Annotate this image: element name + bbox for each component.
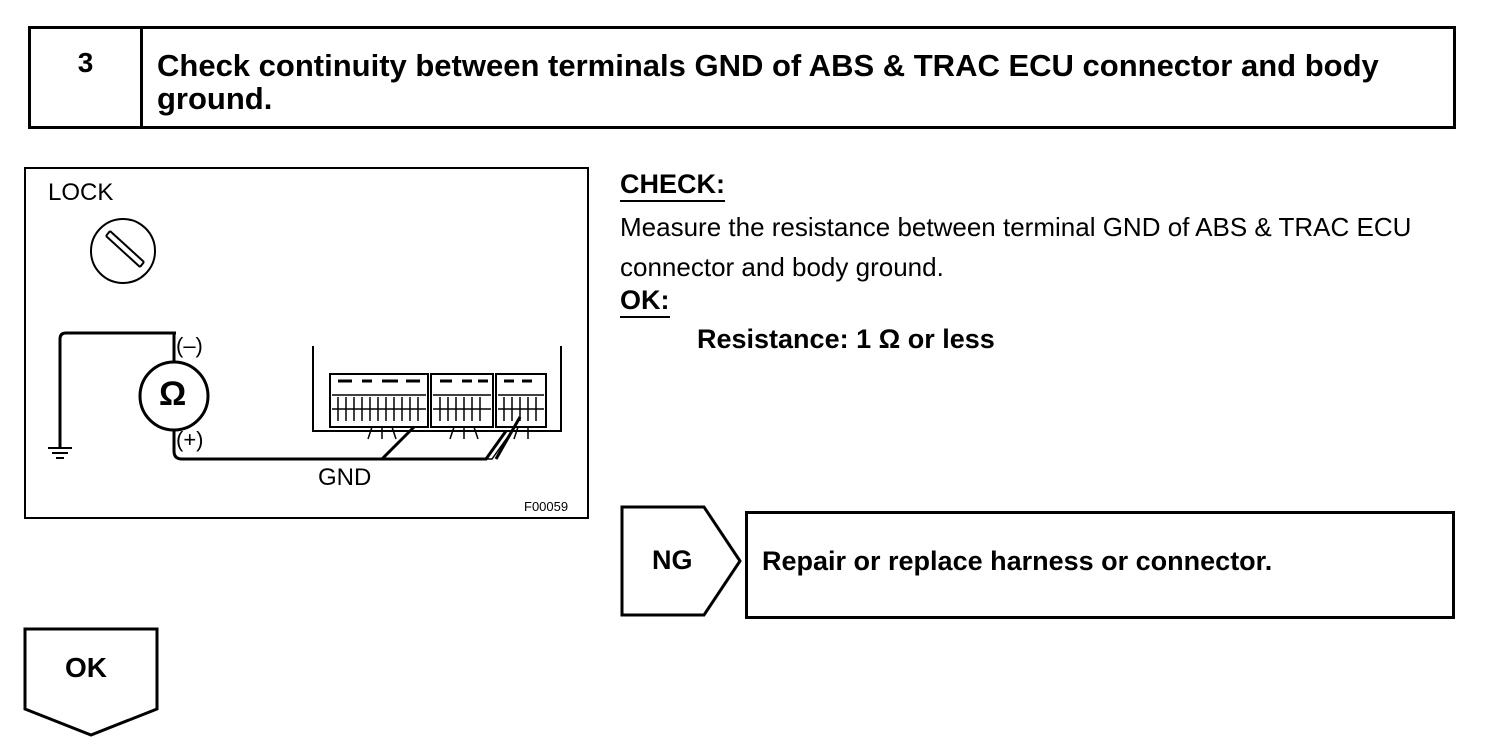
ok-heading: OK:	[620, 285, 670, 318]
ohm-symbol: Ω	[159, 375, 187, 413]
ng-action-text: Repair or replace harness or connector.	[762, 546, 1273, 576]
body-ground-icon	[48, 447, 72, 459]
step-number: 3	[31, 29, 143, 126]
ground-lead	[58, 331, 176, 447]
ok-arrow-icon	[23, 627, 159, 737]
gnd-label: GND	[318, 464, 372, 491]
plus-terminal-label: (+)	[176, 427, 204, 452]
step-header: 3 Check continuity between terminals GND…	[28, 26, 1456, 129]
lock-label: LOCK	[48, 179, 114, 206]
ecu-connector-icon	[312, 346, 562, 461]
ng-arrow-icon	[620, 505, 742, 617]
check-heading: CHECK:	[620, 169, 725, 202]
step-title: Check continuity between terminals GND o…	[157, 48, 1379, 116]
ignition-key-icon	[90, 218, 156, 284]
ng-action-box	[745, 511, 1455, 619]
minus-terminal-label: (–)	[176, 333, 203, 358]
ok-criterion: Resistance: 1 Ω or less	[697, 324, 995, 354]
ng-label: NG	[652, 545, 693, 575]
check-instructions: Measure the resistance between terminal …	[620, 212, 1412, 282]
wiring-figure: LOCK Ω (–) (+) GND F00059	[24, 167, 589, 519]
wiring-diagram	[48, 218, 562, 461]
ok-flow-label: OK	[65, 652, 107, 683]
figure-code: F00059	[524, 499, 569, 514]
